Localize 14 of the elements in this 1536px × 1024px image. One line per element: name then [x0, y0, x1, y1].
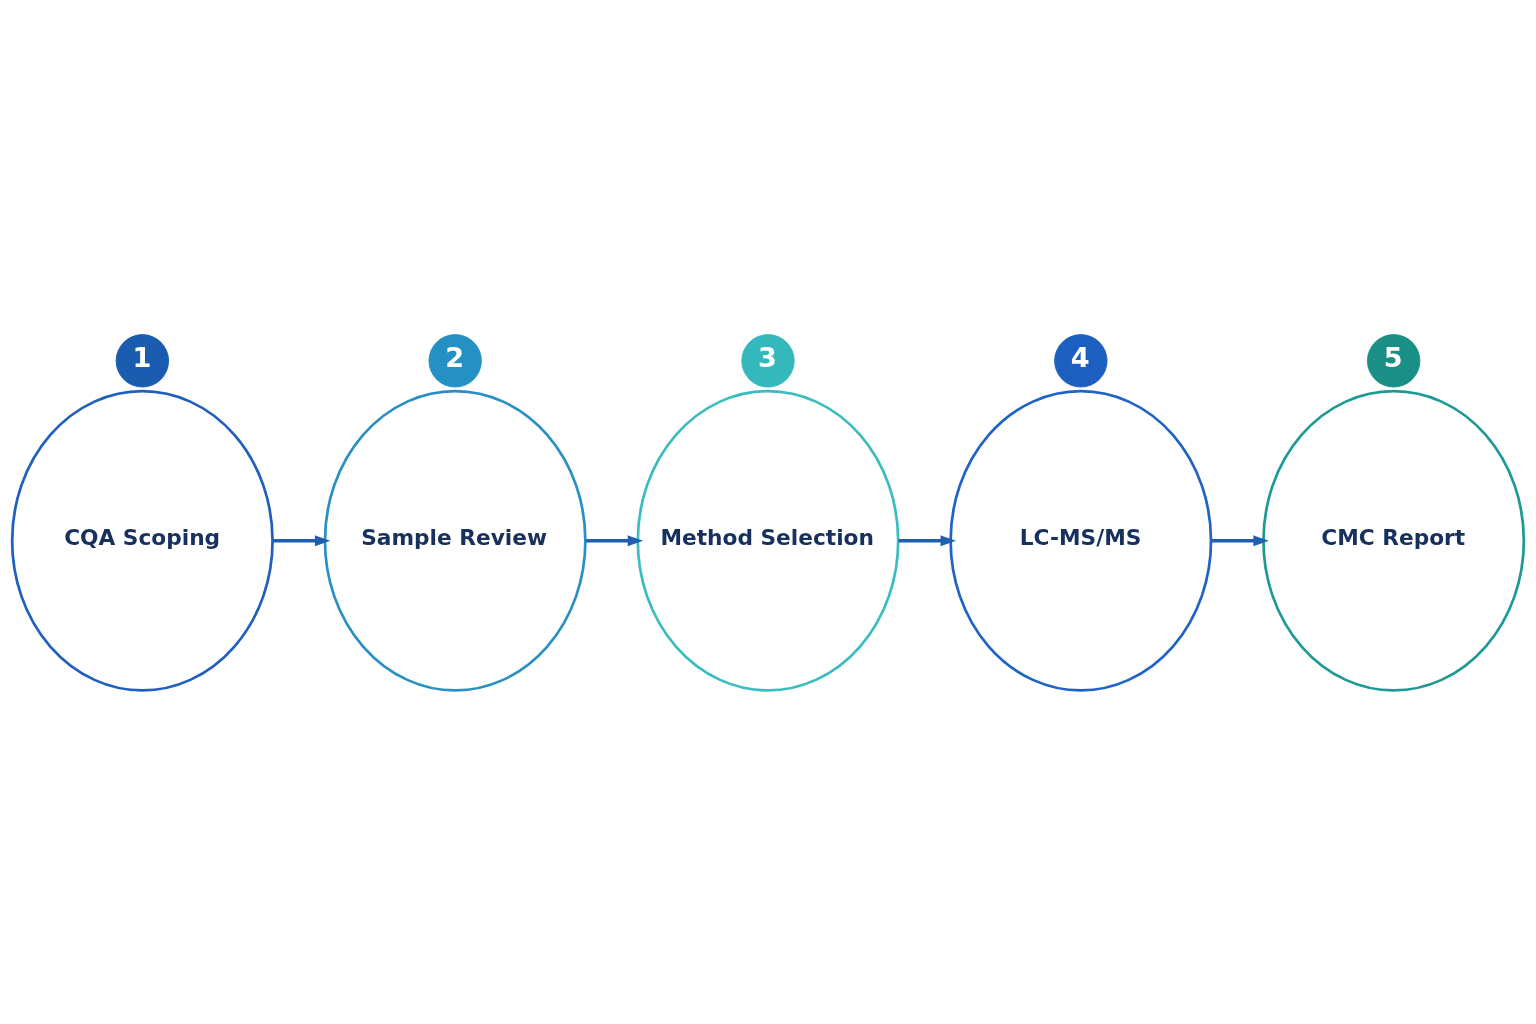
arrow [1211, 534, 1269, 546]
node-circle: 2 [428, 333, 482, 387]
node-ellipse: Method Selection [636, 389, 900, 692]
node-ellipse: CQA Scoping [10, 389, 274, 692]
node-circle: 1 [115, 333, 170, 387]
node-circle: 3 [741, 333, 795, 387]
arrow [898, 534, 956, 546]
arrow [272, 534, 331, 546]
node-ellipse: LC-MS/MS [949, 389, 1213, 692]
node-ellipse: CMC Report [1262, 389, 1526, 692]
node-circle: 5 [1366, 333, 1421, 387]
arrow [585, 534, 644, 546]
node-ellipse: Sample Review [323, 389, 587, 692]
node-circle: 4 [1054, 333, 1108, 387]
